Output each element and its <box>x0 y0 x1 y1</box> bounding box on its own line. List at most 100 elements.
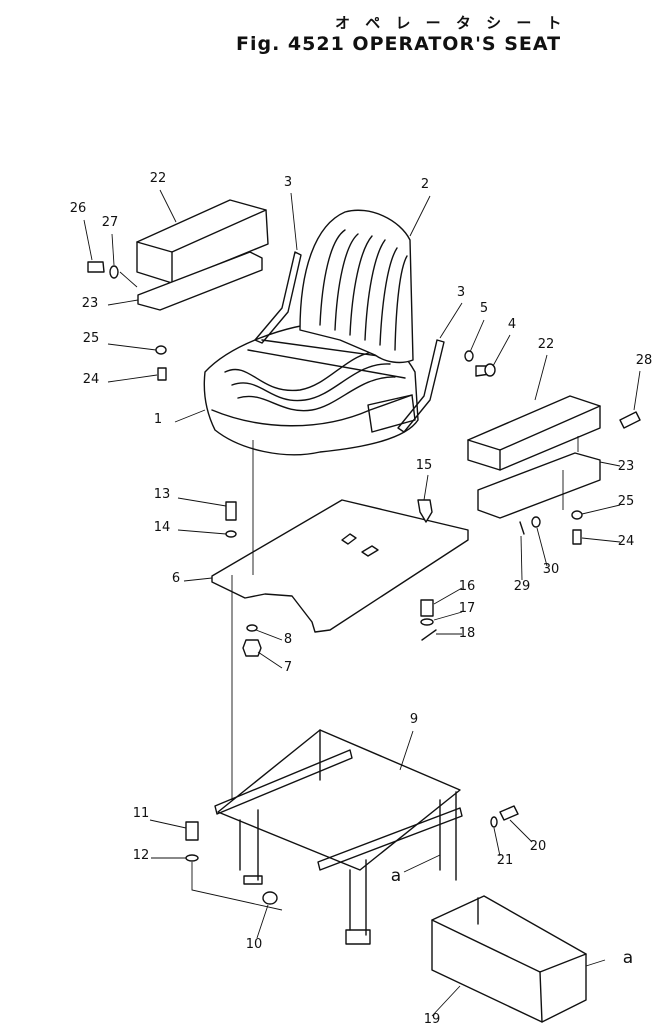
callout-18: 18 <box>459 626 476 641</box>
bolt-11 <box>185 821 199 841</box>
washer-5 <box>464 350 474 362</box>
leader-line-22b <box>534 354 548 401</box>
callout-25a: 25 <box>83 331 100 346</box>
knob-15 <box>417 499 433 523</box>
callout-1: 1 <box>154 412 162 427</box>
washer-14 <box>225 530 237 538</box>
callout-26: 26 <box>70 201 87 216</box>
leader-line-6 <box>183 577 213 582</box>
callout-2: 2 <box>421 177 429 192</box>
leader-line-4 <box>492 334 511 367</box>
callout-17: 17 <box>459 601 476 616</box>
callout-10: 10 <box>246 937 263 952</box>
leader-line-15 <box>423 474 429 501</box>
washer-25-left <box>155 345 167 355</box>
nut-7 <box>242 639 262 657</box>
callout-23a: 23 <box>82 296 99 311</box>
washer-30 <box>531 516 541 528</box>
leader-line-5 <box>469 319 485 353</box>
cap-10 <box>262 891 278 905</box>
callout-3b: 3 <box>457 285 465 300</box>
seat-back <box>299 209 414 364</box>
bolt-20 <box>499 805 519 821</box>
washer-8 <box>246 624 258 632</box>
leader-line-25b <box>581 504 621 515</box>
leader-line-21 <box>493 827 501 857</box>
callout-21: 21 <box>497 853 514 868</box>
callout-8: 8 <box>284 632 292 647</box>
leader-line-29 <box>520 535 523 581</box>
callout-24b: 24 <box>618 534 635 549</box>
leader-line-14 <box>177 529 227 535</box>
bracket-left-23 <box>137 251 263 311</box>
leader-line-23b <box>599 461 621 467</box>
leader-line-24a <box>107 374 158 383</box>
armrest-right <box>467 395 601 471</box>
figure-title-japanese: オ ペ レ ー タ シ ー ト <box>335 14 567 32</box>
leader-line-22a <box>159 189 177 223</box>
callout-29: 29 <box>514 579 531 594</box>
leader-line-16 <box>433 587 463 605</box>
pin-29 <box>519 521 525 535</box>
callout-12: 12 <box>133 848 150 863</box>
callout-25b: 25 <box>618 494 635 509</box>
seat-stand <box>214 729 463 945</box>
washer-17 <box>420 618 434 626</box>
bolt-24-right <box>572 529 582 545</box>
pin-18 <box>421 629 437 641</box>
bracket-right <box>397 339 445 433</box>
callout-3a: 3 <box>284 175 292 190</box>
callout-7: 7 <box>284 660 292 675</box>
callout-20: 20 <box>530 839 547 854</box>
leader-line-30 <box>536 527 548 567</box>
leader-line-8 <box>255 629 283 641</box>
mounting-plate <box>211 499 469 633</box>
leader-line-27 <box>111 233 115 266</box>
callout-9: 9 <box>410 712 418 727</box>
leader-line-2 <box>409 195 431 237</box>
callout-15: 15 <box>416 458 433 473</box>
leader-line-1 <box>174 409 206 423</box>
leader-line-13 <box>177 497 227 507</box>
callout-layer: 1233456789101112131415161718192021222223… <box>70 171 653 1027</box>
leader-line-17 <box>433 611 463 621</box>
callout-19: 19 <box>424 1012 441 1027</box>
callout-24a: 24 <box>83 372 100 387</box>
leader-line-24b <box>581 537 621 543</box>
washer-21 <box>490 816 498 828</box>
callout-14: 14 <box>154 520 171 535</box>
washer-27 <box>109 265 119 279</box>
figure-title: Fig. 4521 OPERATOR'S SEAT <box>236 33 562 55</box>
leader-line-7 <box>257 651 283 669</box>
callout-27: 27 <box>102 215 119 230</box>
callout-13: 13 <box>154 487 171 502</box>
washer-25-right <box>571 510 583 520</box>
leader-line-10 <box>256 904 269 939</box>
leader-line-26 <box>83 219 93 261</box>
callout-23b: 23 <box>618 459 635 474</box>
bolt-13 <box>225 501 237 521</box>
callout-22a: 22 <box>150 171 167 186</box>
spring-16 <box>420 599 434 617</box>
bolt-24-left <box>157 367 167 381</box>
washer-12 <box>185 854 199 862</box>
bracket-right-23 <box>477 452 601 519</box>
leader-line-28 <box>633 370 641 411</box>
bolt-4 <box>475 363 496 377</box>
bolt-26 <box>87 261 105 273</box>
callout-6: 6 <box>172 571 180 586</box>
wing-bolt-28 <box>619 411 641 429</box>
armrest-left <box>136 199 269 284</box>
callout-4: 4 <box>508 317 516 332</box>
leader-line-23a <box>107 299 139 306</box>
leader-line-19 <box>431 985 461 1017</box>
leader-line-25a <box>107 343 157 351</box>
callout-5: 5 <box>480 301 488 316</box>
tool-box <box>431 895 587 1023</box>
callout-a2: a <box>623 948 633 968</box>
callout-16: 16 <box>459 579 476 594</box>
bracket-left <box>254 251 302 344</box>
callout-28: 28 <box>636 353 653 368</box>
